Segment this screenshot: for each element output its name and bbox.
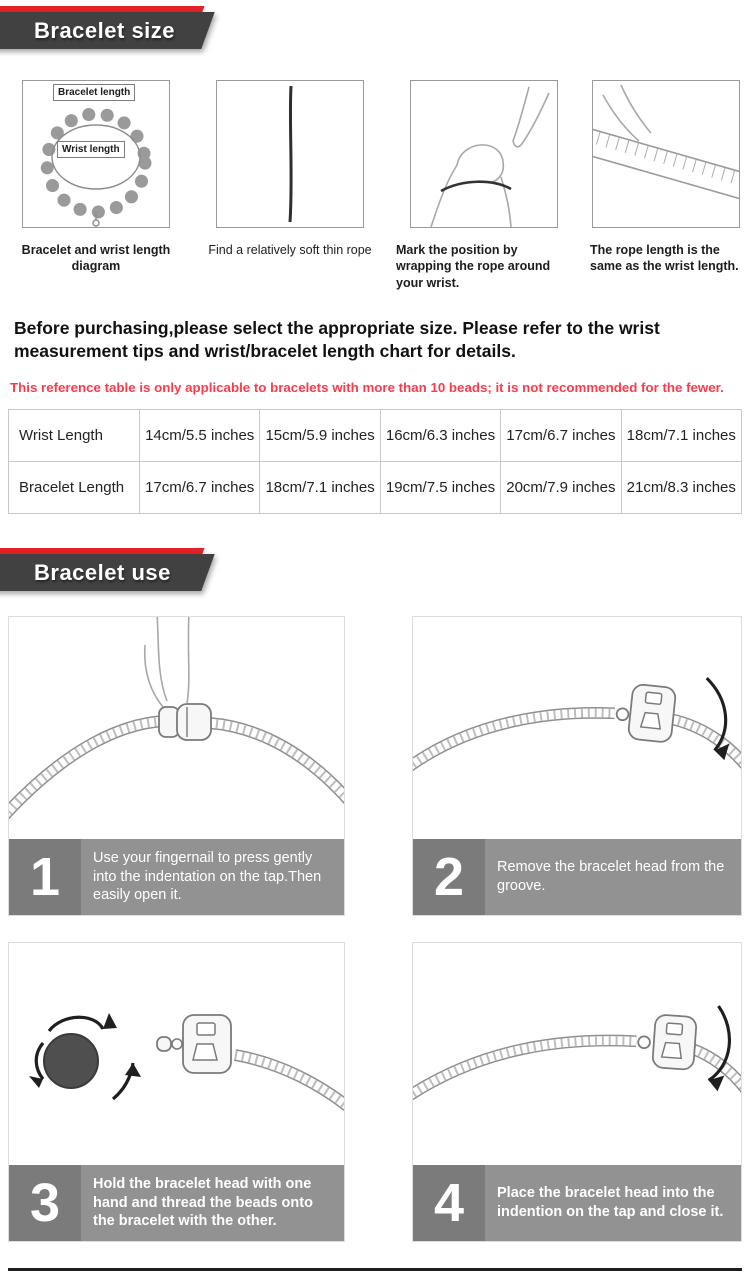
measure-step-wrap: Mark the position by wrapping the rope a…	[396, 80, 572, 291]
measure-step-ruler: The rope length is the same as the wrist…	[590, 80, 742, 291]
measure-caption: The rope length is the same as the wrist…	[590, 243, 739, 274]
table-cell: 16cm/6.3 inches	[379, 409, 502, 462]
use-steps-grid: 1 Use your fingernail to press gently in…	[0, 616, 750, 1242]
measure-caption: Bracelet and wrist length diagram	[21, 243, 171, 274]
wrap-wrist-illustration	[430, 86, 550, 227]
measure-caption: Find a relatively soft thin rope	[208, 243, 372, 257]
step4-caption-bar: 4 Place the bracelet head into the inden…	[413, 1165, 741, 1241]
step2-caption-bar: 2 Remove the bracelet head from the groo…	[413, 839, 741, 915]
step-number: 1	[9, 839, 81, 915]
rope-image	[216, 80, 364, 228]
bracelet-illustration	[40, 107, 152, 227]
step3-caption-bar: 3 Hold the bracelet head with one hand a…	[9, 1165, 344, 1241]
table-cell: 20cm/7.9 inches	[500, 461, 622, 514]
rope-illustration	[288, 85, 293, 223]
wrap-wrist-image	[410, 80, 558, 228]
table-row-bracelet: Bracelet Length 17cm/6.7 inches 18cm/7.1…	[8, 461, 743, 514]
bracelet-use-header: Bracelet use	[0, 548, 750, 594]
step-text: Remove the bracelet head from the groove…	[485, 839, 741, 915]
measure-caption: Mark the position by wrapping the rope a…	[396, 243, 551, 290]
row-header-bracelet: Bracelet Length	[8, 461, 140, 514]
measure-instructions-row: Bracelet length Wrist length Bracelet an…	[0, 80, 750, 291]
thread-beads-illustration	[29, 1013, 344, 1112]
reference-note: This reference table is only applicable …	[10, 380, 724, 395]
footer-divider	[8, 1268, 742, 1271]
step-number: 3	[9, 1165, 81, 1241]
step-text: Hold the bracelet head with one hand and…	[81, 1165, 344, 1241]
step-number: 2	[413, 839, 485, 915]
use-step-panel-1: 1 Use your fingernail to press gently in…	[8, 616, 345, 916]
step-number: 4	[413, 1165, 485, 1241]
use-step-panel-2: 2 Remove the bracelet head from the groo…	[412, 616, 742, 916]
table-cell: 15cm/5.9 inches	[259, 409, 381, 462]
table-cell: 17cm/6.7 inches	[500, 409, 622, 462]
measure-step-rope: Find a relatively soft thin rope	[202, 80, 378, 291]
section-title: Bracelet size	[34, 18, 176, 43]
open-clasp-illustration	[9, 617, 344, 820]
remove-head-illustration	[413, 676, 741, 772]
measure-step-diagram: Bracelet length Wrist length Bracelet an…	[8, 80, 184, 291]
table-row-wrist: Wrist Length 14cm/5.5 inches 15cm/5.9 in…	[8, 409, 743, 462]
ruler-illustration	[593, 84, 739, 208]
table-cell: 19cm/7.5 inches	[379, 461, 502, 514]
step1-caption-bar: 1 Use your fingernail to press gently in…	[9, 839, 344, 915]
section-title: Bracelet use	[34, 560, 171, 585]
use-step-panel-3: 3 Hold the bracelet head with one hand a…	[8, 942, 345, 1242]
table-cell: 18cm/7.1 inches	[620, 409, 743, 462]
table-cell: 14cm/5.5 inches	[138, 409, 261, 462]
step2-illustration	[413, 617, 741, 839]
table-cell: 18cm/7.1 inches	[259, 461, 381, 514]
bracelet-length-label: Bracelet length	[53, 84, 136, 101]
use-step-panel-4: 4 Place the bracelet head into the inden…	[412, 942, 742, 1242]
step4-illustration	[413, 943, 741, 1165]
table-cell: 21cm/8.3 inches	[620, 461, 743, 514]
wrist-length-label: Wrist length	[57, 141, 125, 158]
bracelet-size-header: Bracelet size	[0, 6, 750, 52]
step1-illustration	[9, 617, 344, 839]
size-intro-text: Before purchasing,please select the appr…	[14, 317, 660, 362]
close-clasp-illustration	[413, 1005, 741, 1101]
row-header-wrist: Wrist Length	[8, 409, 140, 462]
bracelet-diagram-image: Bracelet length Wrist length	[22, 80, 170, 228]
table-cell: 17cm/6.7 inches	[138, 461, 261, 514]
step-text: Place the bracelet head into the indenti…	[485, 1165, 741, 1241]
step-text: Use your fingernail to press gently into…	[81, 839, 344, 915]
ruler-image	[592, 80, 740, 228]
step3-illustration	[9, 943, 344, 1165]
size-table: Wrist Length 14cm/5.5 inches 15cm/5.9 in…	[8, 409, 743, 514]
